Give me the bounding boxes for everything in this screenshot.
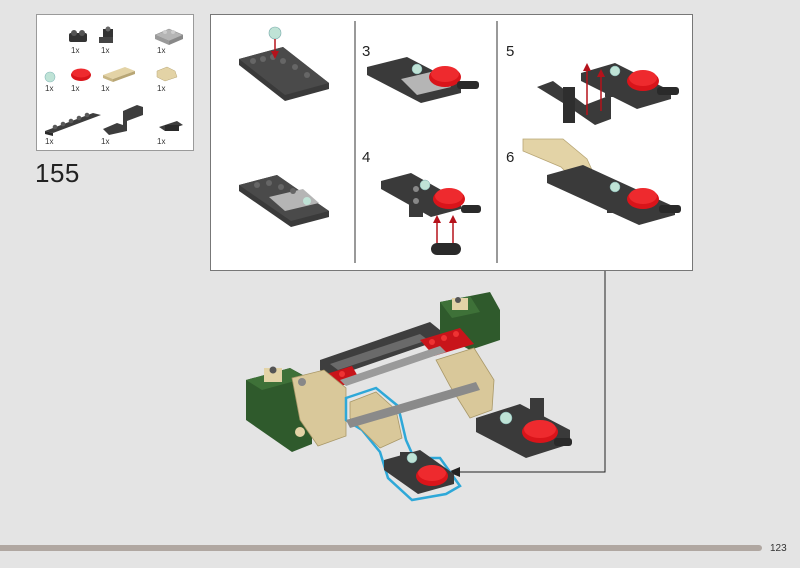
step-5-assembly	[537, 63, 679, 125]
tan-slope	[435, 347, 495, 419]
arrow-up-icon	[433, 215, 441, 223]
substep-number: 4	[362, 149, 371, 166]
arrow-up-icon	[597, 69, 605, 77]
part-dark-offset-plate	[103, 105, 143, 135]
part-red-round-tile	[71, 68, 91, 81]
part-quantity: 1x	[45, 137, 54, 146]
step-6-assembly	[522, 138, 681, 225]
part-light-plate-2x2	[154, 28, 184, 45]
substep-number: 3	[362, 43, 371, 60]
part-tan-slope	[156, 66, 178, 82]
part-dark-plate-1x2	[69, 30, 87, 42]
callout-line	[456, 271, 606, 473]
arrow-up-icon	[583, 63, 591, 71]
step-4-assembly	[381, 173, 481, 255]
arrow-up-icon	[449, 215, 457, 223]
step-3-assembly	[367, 57, 479, 103]
page-progress-bar	[0, 545, 762, 551]
part-quantity: 1x	[101, 137, 110, 146]
part-quantity: 1x	[157, 137, 166, 146]
substep-number: 6	[506, 149, 515, 166]
substep-illustrations	[239, 21, 681, 263]
part-trans-green-round	[44, 71, 56, 83]
part-quantity: 1x	[71, 84, 80, 93]
part-dark-hinge	[431, 243, 461, 255]
substep-number: 5	[506, 43, 515, 60]
part-tan-tile	[103, 67, 135, 82]
part-quantity: 1x	[157, 84, 166, 93]
part-quantity: 1x	[101, 84, 110, 93]
main-step-number: 155	[35, 158, 80, 188]
parts-illustrations	[44, 26, 184, 136]
step-1-assembly	[239, 26, 329, 101]
callout-arrow-icon	[448, 467, 460, 477]
parts-list: 1x 1x 1x 1x 1x 1x 1x 1x 1x 1x	[36, 14, 194, 151]
part-dark-hinge	[159, 121, 183, 131]
step-2-assembly	[239, 175, 329, 227]
part-quantity: 1x	[101, 46, 110, 55]
part-quantity: 1x	[71, 46, 80, 55]
part-quantity: 1x	[45, 84, 54, 93]
page-number: 123	[770, 543, 787, 554]
part-quantity: 1x	[157, 46, 166, 55]
substep-panel: 3 4 5 6	[210, 14, 693, 271]
arrow-down-icon	[271, 51, 279, 59]
part-dark-plate-1x6	[45, 112, 101, 136]
part-dark-bracket	[99, 26, 113, 43]
